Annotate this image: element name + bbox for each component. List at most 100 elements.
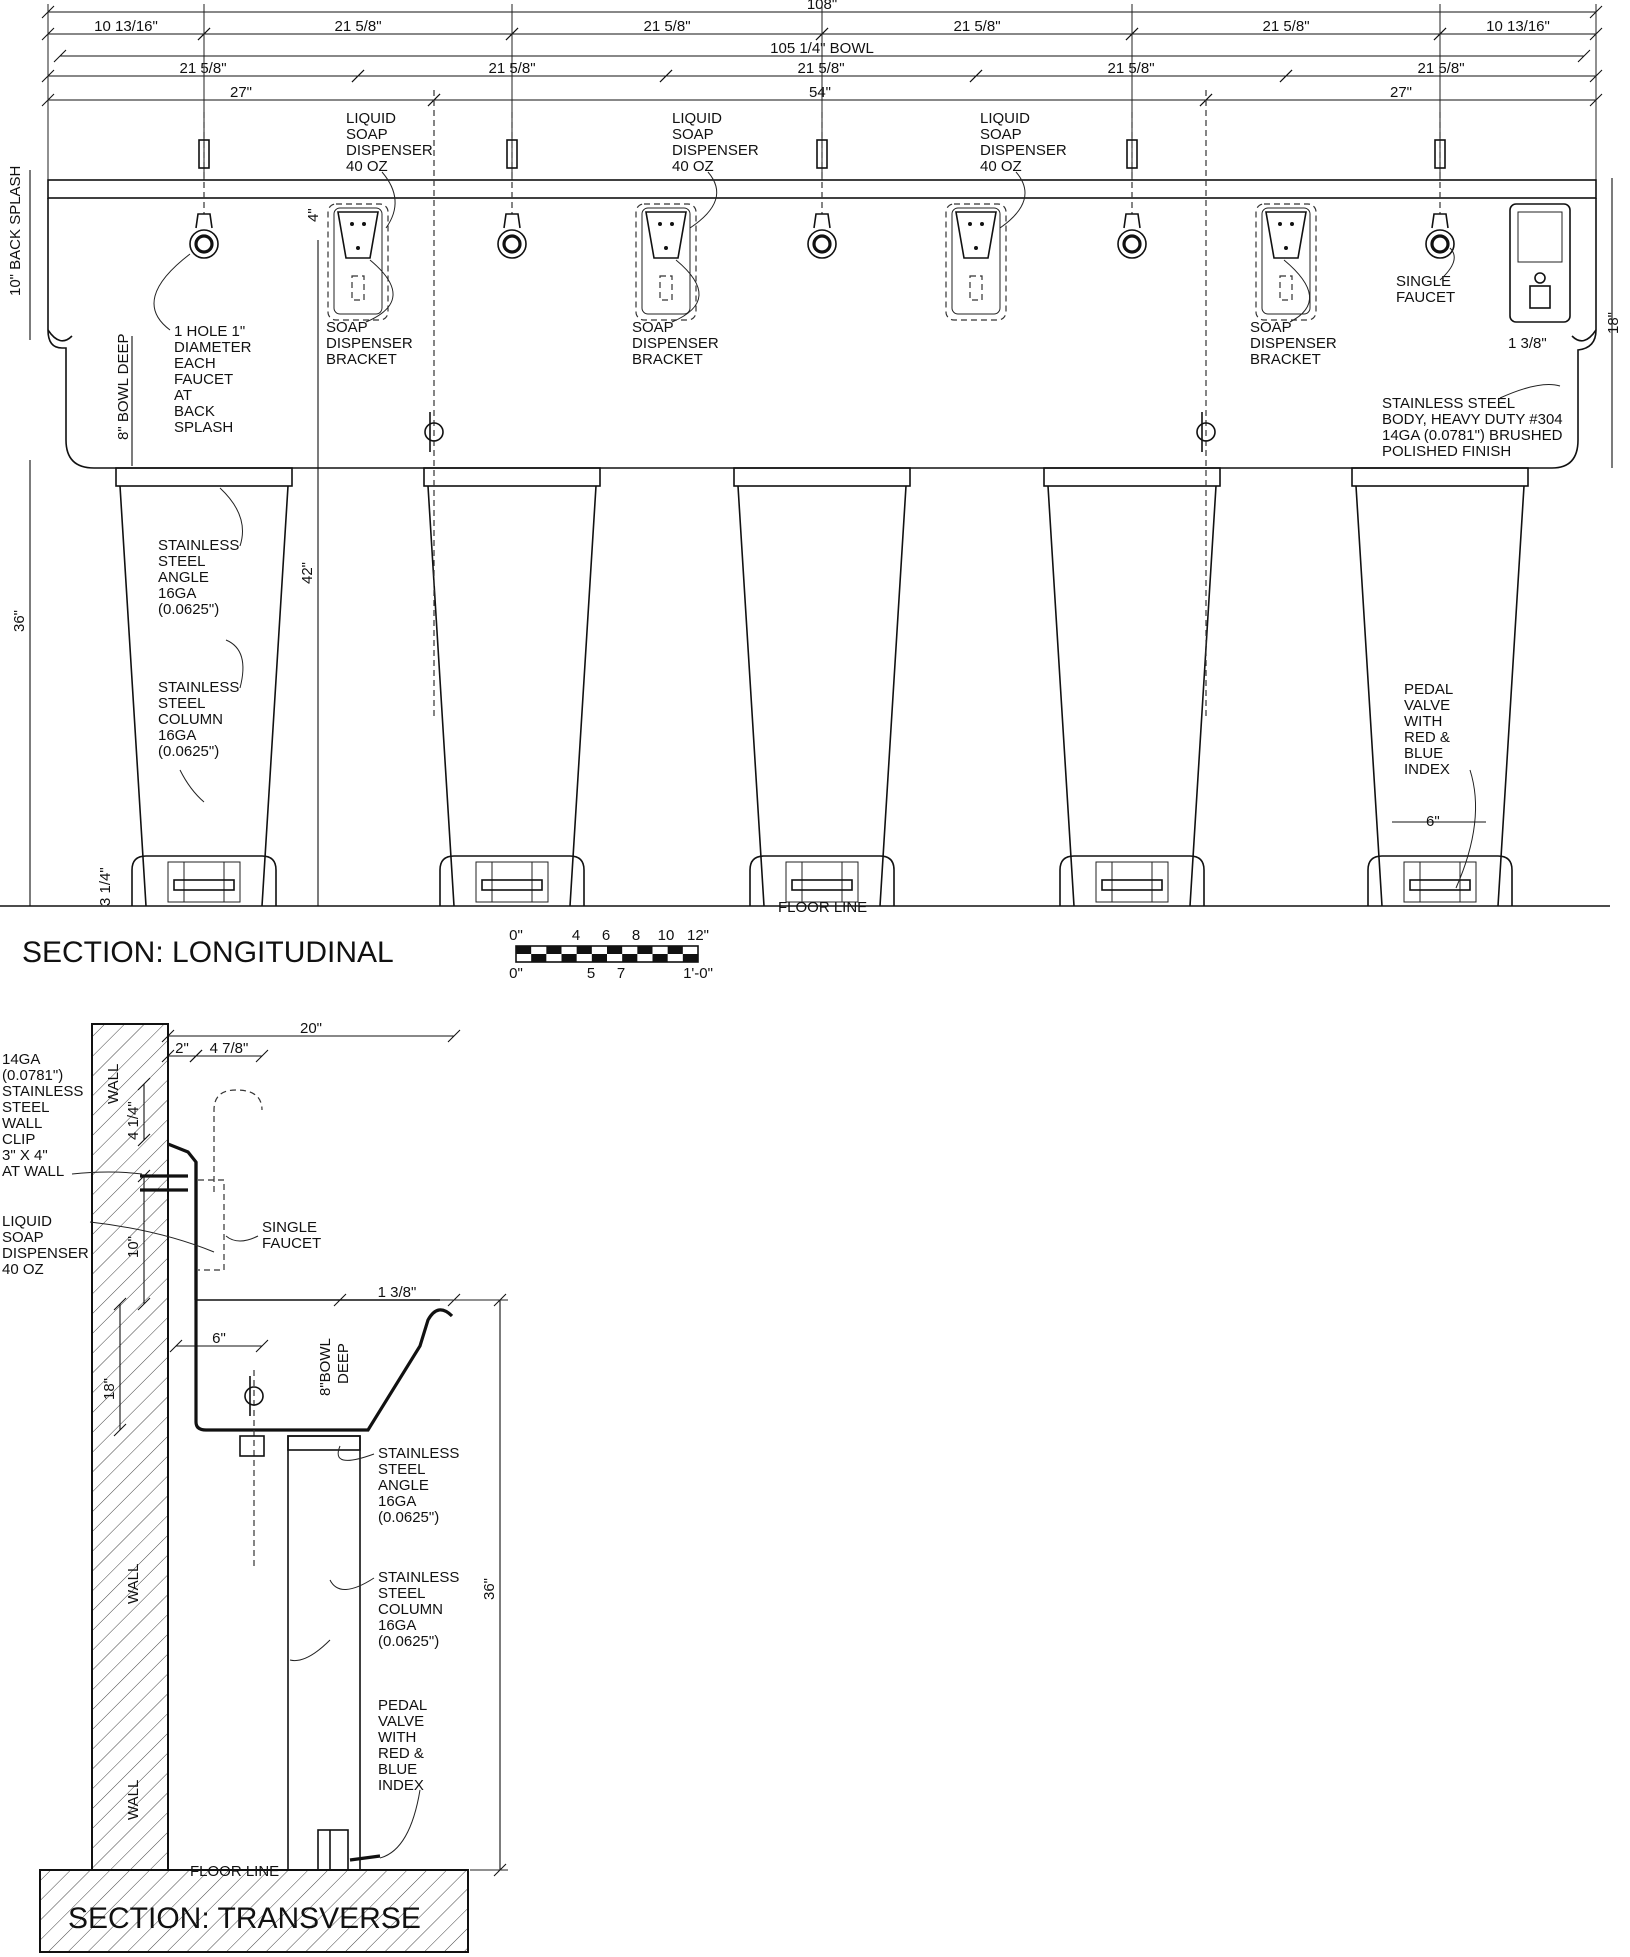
dim-1-3-8-label-long: 1 3/8" xyxy=(1508,335,1547,352)
soap-2-line-0: LIQUID xyxy=(672,110,722,127)
scale-bottom-2: 7 xyxy=(617,965,625,982)
column-long-line-2: COLUMN xyxy=(158,711,223,728)
faucets xyxy=(189,112,1455,259)
pedal-valve-5 xyxy=(1367,855,1513,906)
soap-dispenser-profile xyxy=(198,1179,225,1271)
bracket-3-line-0: SOAP xyxy=(1250,319,1292,336)
wall-label-1: WALL xyxy=(105,1064,122,1104)
scale-seg-5 xyxy=(591,954,607,962)
angle-long-line-2: ANGLE xyxy=(158,569,209,586)
scale-seg-4 xyxy=(576,946,592,954)
dim-54-label: 54" xyxy=(809,84,831,101)
soap-trans-leader xyxy=(89,1221,215,1253)
scale-seg-11 xyxy=(682,954,698,962)
pedal-valve-2 xyxy=(439,855,585,906)
angle-2 xyxy=(423,467,601,487)
pedal-valve-1 xyxy=(131,855,277,906)
soap-dispenser-end xyxy=(1509,203,1571,323)
pedal-valve-4 xyxy=(1059,855,1205,906)
drain-trans xyxy=(239,1435,265,1457)
scale-seg-9 xyxy=(652,954,668,962)
centerline-symbol-trans xyxy=(244,1376,264,1416)
single-faucet-trans-line-1: FAUCET xyxy=(262,1235,321,1252)
angle-long-line-3: 16GA xyxy=(158,585,196,602)
dim-36-trans-label: 36" xyxy=(481,1578,498,1600)
bowl-deep-trans-line-0: 8"BOWL xyxy=(317,1338,334,1396)
pedal-trans-line-0: PEDAL xyxy=(378,1697,427,1714)
backsplash-left-roll xyxy=(47,329,73,342)
soap-3-line-3: 40 OZ xyxy=(980,158,1022,175)
column-trans-line-3: 16GA xyxy=(378,1617,416,1634)
dim-42-label: 42" xyxy=(299,562,316,584)
clip-line-1: (0.0781") xyxy=(2,1067,63,1084)
bracket-1-line-1: DISPENSER xyxy=(326,335,413,352)
soap-1-line-0: LIQUID xyxy=(346,110,396,127)
body-line-2: 14GA (0.0781") BRUSHED xyxy=(1382,427,1563,444)
column-1 xyxy=(115,467,293,907)
dim-spacing-1-label: 21 5/8" xyxy=(334,18,381,35)
scale-seg-8 xyxy=(637,946,653,954)
pedal-trans-line-2: WITH xyxy=(378,1729,416,1746)
soap-1-line-1: SOAP xyxy=(346,126,388,143)
angle-trans-line-1: STEEL xyxy=(378,1461,426,1478)
faucet-2 xyxy=(497,112,527,259)
title-longitudinal: SECTION: LONGITUDINAL xyxy=(22,936,394,969)
scale-seg-3 xyxy=(561,954,577,962)
pedal-long-line-4: BLUE xyxy=(1404,745,1443,762)
hole-line-2: EACH xyxy=(174,355,216,372)
column-leader-2 xyxy=(179,769,205,803)
bowl-deep-label: 8" BOWL DEEP xyxy=(115,334,132,440)
scale-seg-1 xyxy=(531,954,547,962)
hole-line-3: FAUCET xyxy=(174,371,233,388)
wall-clip-bolts xyxy=(140,1174,188,1192)
angle-long-line-1: STEEL xyxy=(158,553,206,570)
scale-top-2: 6 xyxy=(602,927,610,944)
bracket-1-line-0: SOAP xyxy=(326,319,368,336)
angle-1 xyxy=(115,467,293,487)
column-trans-line-0: STAINLESS xyxy=(378,1569,459,1586)
dim-10-label: 10" xyxy=(125,1236,142,1258)
soap-2-line-2: DISPENSER xyxy=(672,142,759,159)
scale-top-4: 10 xyxy=(658,927,675,944)
dim-end-right-label: 10 13/16" xyxy=(1486,18,1550,35)
pedal-valve-3 xyxy=(749,855,895,906)
soap-dispensers xyxy=(327,203,1571,323)
angle-trans-line-2: ANGLE xyxy=(378,1477,429,1494)
wall-label-2: WALL xyxy=(125,1564,142,1604)
body-line-1: BODY, HEAVY DUTY #304 xyxy=(1382,411,1563,428)
faucet-5 xyxy=(1425,112,1455,259)
pedal-long-line-3: RED & xyxy=(1404,729,1450,746)
scale-top-3: 8 xyxy=(632,927,640,944)
bracket-3-line-2: BRACKET xyxy=(1250,351,1321,368)
dim-27-right-label: 27" xyxy=(1390,84,1412,101)
floor-line-label-trans: FLOOR LINE xyxy=(190,1863,279,1880)
soap-leader-1 xyxy=(381,171,396,229)
pedal-trans-line-3: RED & xyxy=(378,1745,424,1762)
soap-3-line-1: SOAP xyxy=(980,126,1022,143)
body-line-3: POLISHED FINISH xyxy=(1382,443,1511,460)
clip-line-3: STEEL xyxy=(2,1099,50,1116)
backsplash-label: 10" BACK SPLASH xyxy=(7,166,24,296)
dim-2-label: 2" xyxy=(175,1040,189,1057)
clip-leader xyxy=(71,1171,143,1175)
scale-seg-2 xyxy=(546,946,562,954)
column-2 xyxy=(423,467,601,907)
bracket-2-line-2: BRACKET xyxy=(632,351,703,368)
pedal-valve-trans xyxy=(317,1829,381,1871)
angle-trans-line-3: 16GA xyxy=(378,1493,416,1510)
column-trans-line-2: COLUMN xyxy=(378,1601,443,1618)
bracket-2-line-1: DISPENSER xyxy=(632,335,719,352)
hole-line-6: SPLASH xyxy=(174,419,233,436)
scale-bottom-1: 5 xyxy=(587,965,595,982)
soap-leader-2 xyxy=(689,171,718,229)
dim-3-1-4-label: 3 1/4" xyxy=(97,867,114,906)
centerline-symbol-right xyxy=(1196,412,1216,452)
scale-top-0: 0" xyxy=(509,927,523,944)
column-long-line-0: STAINLESS xyxy=(158,679,239,696)
scale-seg-7 xyxy=(622,954,638,962)
